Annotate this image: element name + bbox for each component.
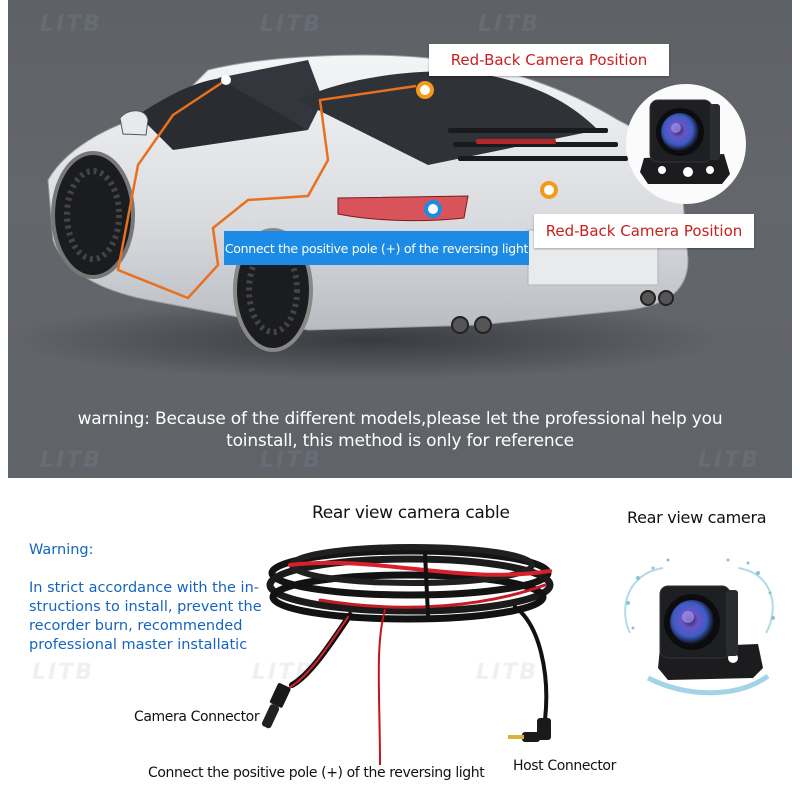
warning-line-1: warning: Because of the different models… [77,409,723,429]
watermark: LITB [260,12,322,37]
host-connector-label: Host Connector [513,758,616,774]
watermark: LITB [40,448,102,473]
reversing-light-text: Connect the positive pole (+) of the rev… [224,240,529,256]
camera-connector-label: Camera Connector [134,709,260,725]
warning-body: In strict accordance with the in- struct… [29,580,262,653]
top-camera-position-label: Red-Back Camera Position [429,44,669,76]
bottom-camera-position-label: Red-Back Camera Position [534,214,754,248]
rear-camera-icon [640,99,730,184]
cable-title: Rear view camera cable [312,503,510,523]
camera-title: Rear view camera [627,508,767,527]
camera-cable-illustration [261,544,554,765]
bottom-camera-position-text: Red-Back Camera Position [545,222,743,240]
watermark: LITB [476,660,538,685]
watermark: LITB [478,12,540,37]
watermark: LITB [260,448,322,473]
wire-start-marker [221,75,231,85]
installation-warning: warning: Because of the different models… [8,408,792,452]
warning-title: Warning: [29,542,94,558]
rear-camera-product-image [624,558,775,696]
reversing-light-label: Connect the positive pole (+) of the rev… [148,765,485,781]
install-warning-note: Warning: In strict accordance with the i… [29,522,269,674]
camera-thumbnail [626,84,746,204]
warning-line-2: toinstall, this method is only for refer… [226,431,574,451]
watermark: LITB [698,448,760,473]
top-camera-position-text: Red-Back Camera Position [450,51,648,69]
watermark: LITB [32,660,94,685]
reversing-light-callout: Connect the positive pole (+) of the rev… [224,231,529,265]
watermark: LITB [40,12,102,37]
installation-diagram-panel: LITB LITB LITB LITB LITB LITB [8,0,792,478]
